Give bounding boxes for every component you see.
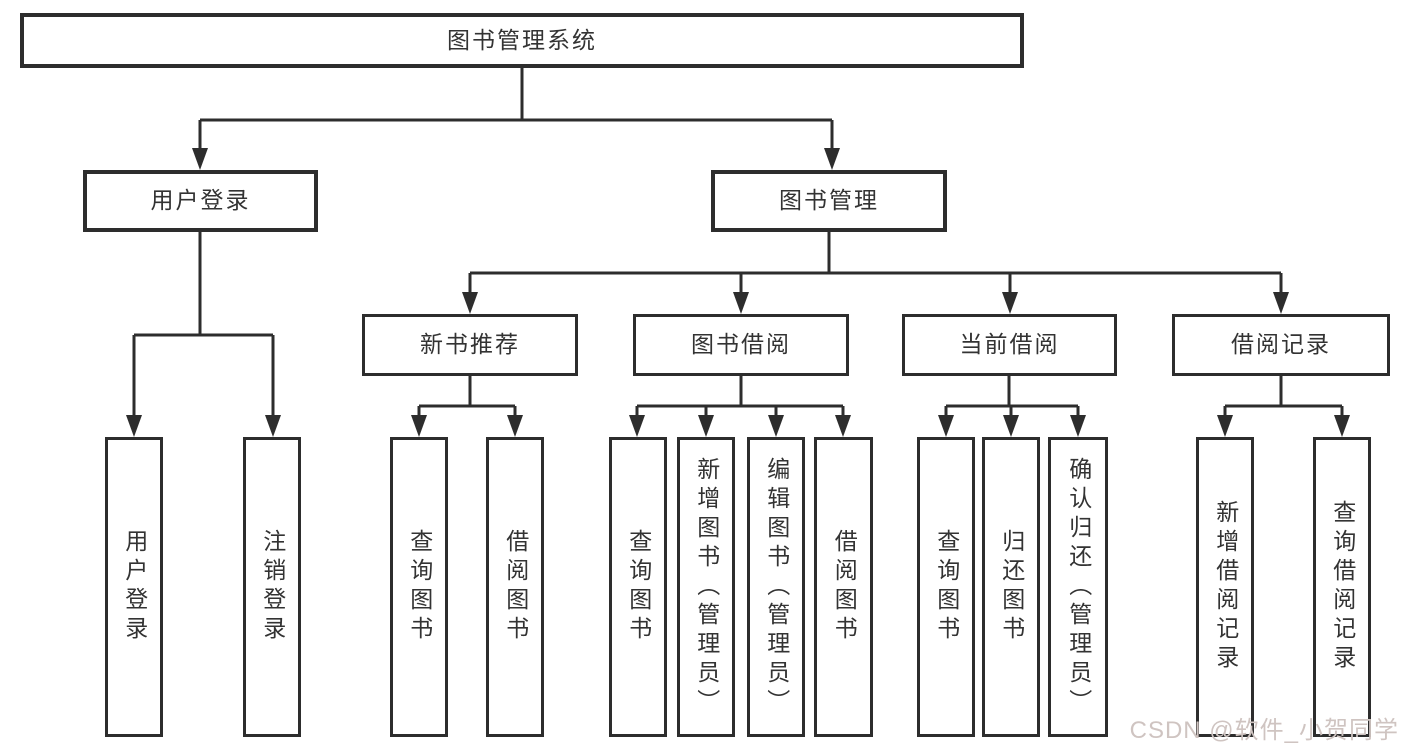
arrow-down-icon	[126, 415, 142, 437]
arrow-down-icon	[1217, 415, 1233, 437]
node-new-book-recommend: 新书推荐	[362, 314, 578, 376]
connector-lines	[132, 68, 1344, 433]
csdn-watermark: CSDN @软件_小贺同学	[1129, 717, 1399, 744]
arrow-down-icon	[1273, 292, 1289, 314]
leaf-borrowing-add-books-admin: 新增图书（管理员）	[677, 437, 735, 737]
arrowheads	[126, 148, 1350, 437]
node-book-management: 图书管理	[711, 170, 947, 232]
arrow-down-icon	[1002, 292, 1018, 314]
node-borrowing-records: 借阅记录	[1172, 314, 1390, 376]
arrow-down-icon	[1070, 415, 1086, 437]
node-user-login: 用户登录	[83, 170, 318, 232]
arrow-down-icon	[507, 415, 523, 437]
arrow-down-icon	[265, 415, 281, 437]
leaf-recommend-query-books: 查询图书	[390, 437, 448, 737]
leaf-current-query-books: 查询图书	[917, 437, 975, 737]
leaf-current-return-books: 归还图书	[982, 437, 1040, 737]
arrow-down-icon	[629, 415, 645, 437]
leaf-borrowing-edit-books-admin: 编辑图书（管理员）	[747, 437, 805, 737]
node-library-management-system: 图书管理系统	[20, 13, 1024, 68]
leaf-records-add-record: 新增借阅记录	[1196, 437, 1254, 737]
arrow-down-icon	[938, 415, 954, 437]
leaf-user-login: 用户登录	[105, 437, 163, 737]
leaf-borrowing-query-books: 查询图书	[609, 437, 667, 737]
arrow-down-icon	[192, 148, 208, 170]
arrow-down-icon	[835, 415, 851, 437]
leaf-borrowing-borrow-books: 借阅图书	[814, 437, 873, 737]
arrow-down-icon	[1003, 415, 1019, 437]
arrow-down-icon	[768, 415, 784, 437]
arrow-down-icon	[733, 292, 749, 314]
arrow-down-icon	[1334, 415, 1350, 437]
leaf-logout: 注销登录	[243, 437, 301, 737]
node-book-borrowing: 图书借阅	[633, 314, 849, 376]
arrow-down-icon	[698, 415, 714, 437]
leaf-current-confirm-return-admin: 确认归还（管理员）	[1048, 437, 1108, 737]
leaf-records-query-record: 查询借阅记录	[1313, 437, 1371, 737]
arrow-down-icon	[411, 415, 427, 437]
arrow-down-icon	[462, 292, 478, 314]
leaf-recommend-borrow-books: 借阅图书	[486, 437, 544, 737]
node-current-borrowing: 当前借阅	[902, 314, 1117, 376]
arrow-down-icon	[824, 148, 840, 170]
